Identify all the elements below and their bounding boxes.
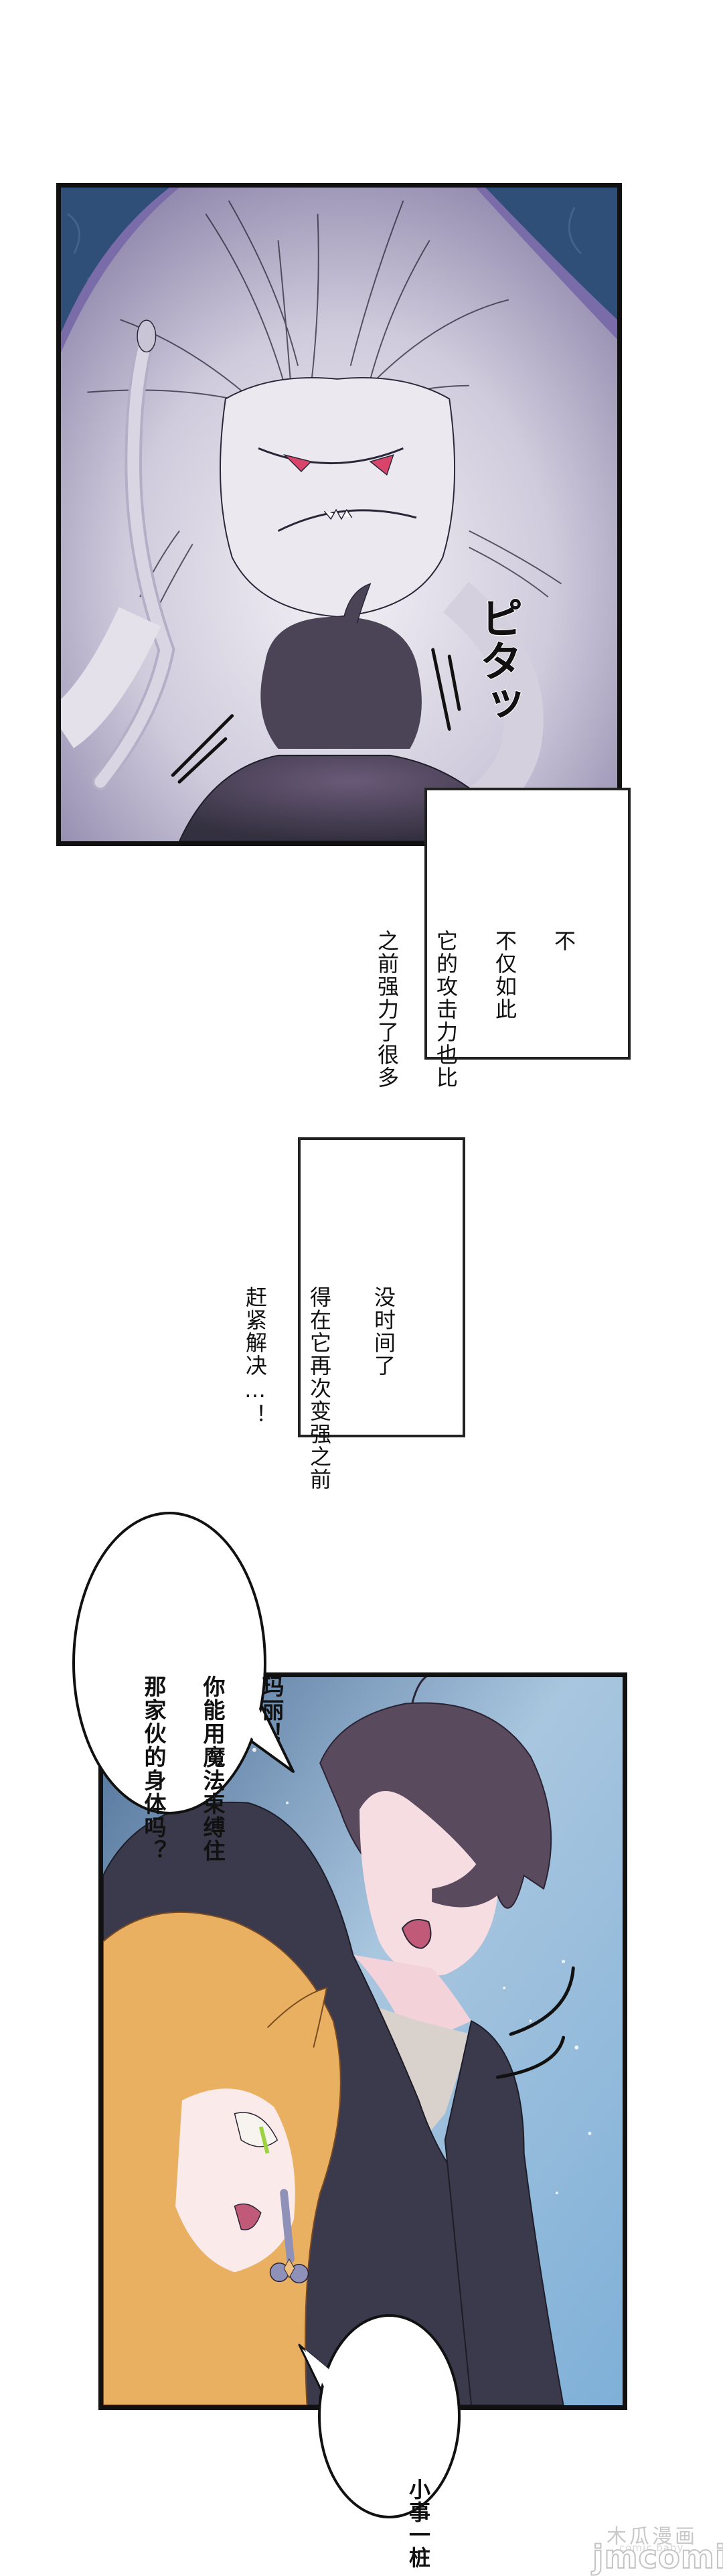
caption-1-line-3: 它的攻击力也比	[433, 930, 459, 1089]
caption-1-text: 不 不仅如此 它的攻击力也比 之前强力了很多	[343, 822, 608, 1089]
caption-1-line-1: 不	[551, 930, 576, 952]
watermark-logo: jmcomic	[592, 2538, 723, 2576]
panel-2-artwork	[103, 1677, 623, 2405]
speech-bubble-2: 小事一桩	[298, 2314, 463, 2569]
caption-2-line-1: 没时间了	[371, 1286, 396, 1377]
speech-bubble-2-text: 小事一桩	[374, 2371, 463, 2569]
caption-2-line-2: 得在它再次变强之前	[307, 1286, 332, 1491]
narration-caption-1: 不 不仅如此 它的攻击力也比 之前强力了很多	[374, 788, 631, 1089]
narration-caption-2: 没时间了 得在它再次变强之前 赶紧解决…！	[242, 1137, 465, 1491]
comic-panel-2	[98, 1672, 627, 2410]
speech-bubble-1-body	[72, 1512, 266, 1814]
bubble-1-line-3: 那家伙的身体吗？	[141, 1675, 167, 1863]
caption-2-text: 没时间了 得在它再次变强之前 赶紧解决…！	[207, 1179, 432, 1491]
bubble-2-line-1: 小事一桩	[406, 2478, 431, 2569]
bubble-1-line-2: 你能用魔法束缚住	[199, 1675, 226, 1863]
sound-effect-text: ピタッ	[472, 595, 523, 725]
watermark-site-name: 木瓜漫画	[607, 2525, 698, 2549]
caption-1-line-4: 之前强力了很多	[374, 930, 400, 1089]
speech-bubble-2-tail-cover	[305, 2349, 329, 2390]
bubble-1-line-1: 玛丽！	[258, 1675, 285, 1745]
caption-1-line-2: 不仅如此	[492, 930, 517, 1021]
speech-bubble-1-tail-cover	[241, 1687, 288, 1765]
caption-2-line-3: 赶紧解决…！	[242, 1286, 268, 1427]
watermark-subtext: comic.baby	[619, 2542, 684, 2554]
speech-bubble-2-body	[318, 2314, 461, 2518]
speech-bubble-1: 玛丽！ 你能用魔法束缚住 那家伙的身体吗？	[72, 1512, 295, 1863]
comic-panel-1: ピタッ	[56, 183, 622, 846]
speech-bubble-1-text: 玛丽！ 你能用魔法束缚住 那家伙的身体吗？	[109, 1565, 315, 1863]
panel-1-artwork	[61, 188, 617, 841]
